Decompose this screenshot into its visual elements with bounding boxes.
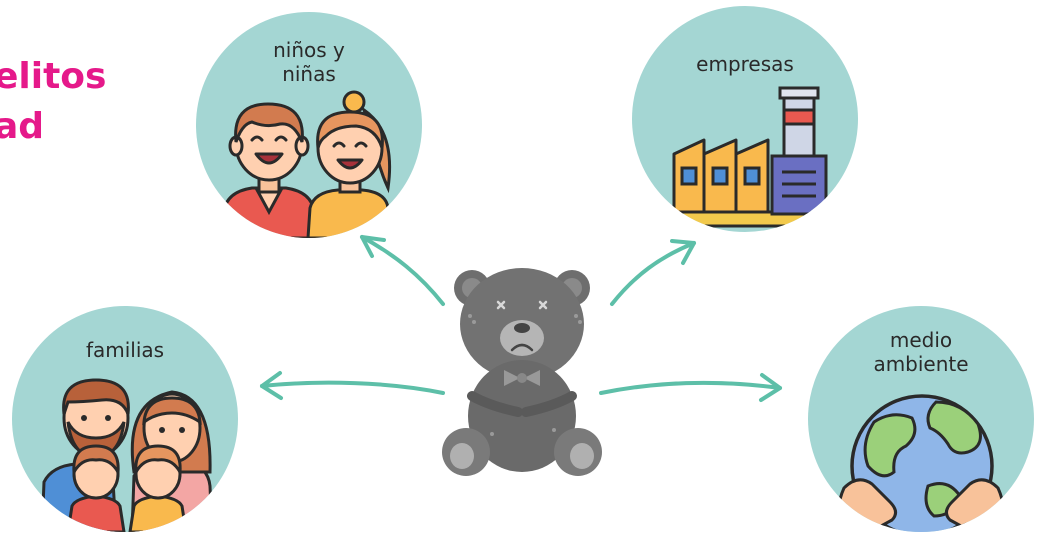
arrow-to-familias [260,380,445,395]
title-line-2: ad [0,106,45,147]
node-familias: familias [12,306,238,532]
node-ninos-label-2: niñas [282,62,336,86]
sad-teddy-bear-icon [442,268,602,476]
arrow-to-ninos [360,235,445,306]
arrow-to-empresas-head [670,239,696,265]
family-icon [40,378,214,532]
earth-in-hands-icon [837,394,1005,532]
title-line-1: elitos [0,56,107,97]
node-ninos-label-1: niños y [273,38,345,62]
node-empresas: empresas [632,6,858,232]
arrow-to-empresas [610,241,696,306]
arrow-to-medio [599,380,782,395]
arrow-to-familias-head [260,371,283,400]
node-medio-label-2: ambiente [873,352,969,376]
node-ninos-y-ninas: niños y niñas [196,12,422,238]
factory-icon [660,86,830,228]
node-familias-label-1: familias [85,338,165,362]
node-empresas-label-1: empresas [696,52,794,76]
arrow-to-medio-head [759,373,782,402]
node-medio-ambiente: medio ambiente [808,306,1034,532]
node-medio-label-1: medio [889,328,953,352]
children-icon [222,90,392,238]
